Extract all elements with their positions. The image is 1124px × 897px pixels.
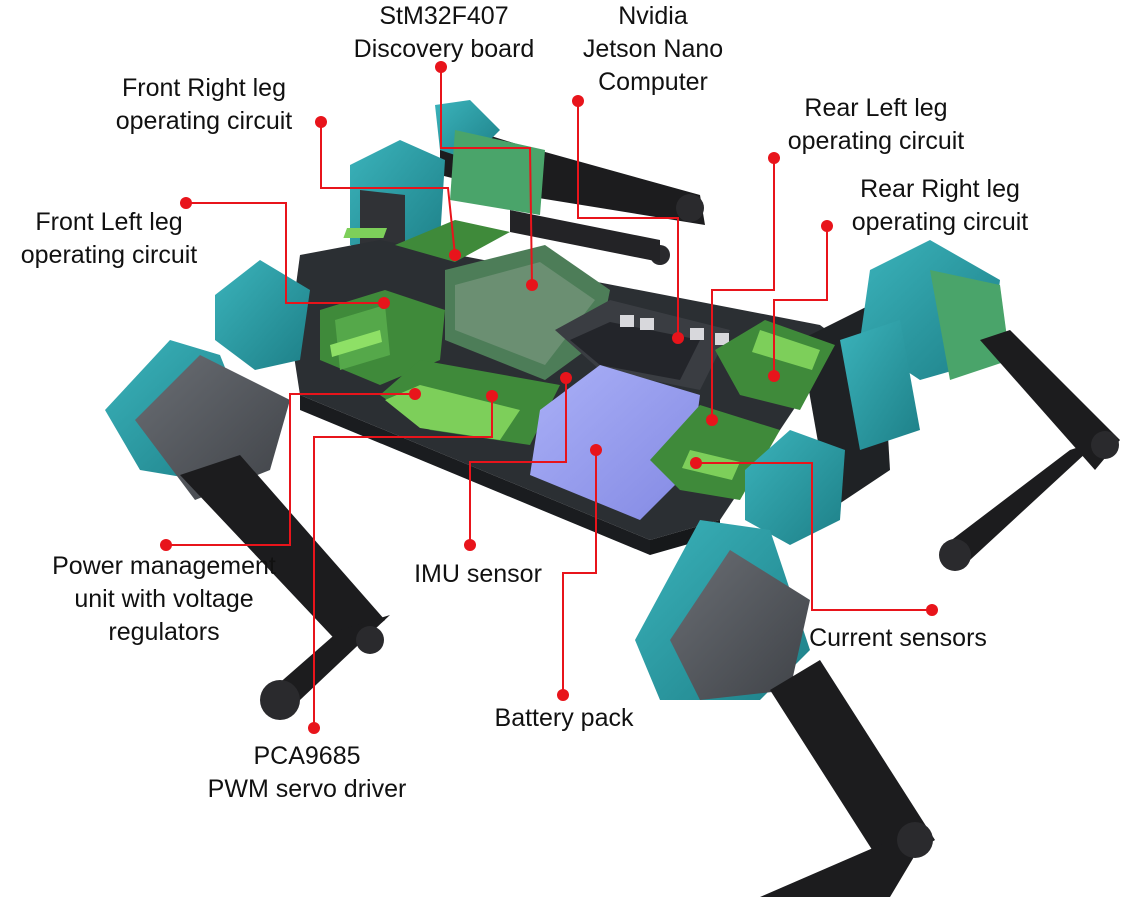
label-rear-right-line2: operating circuit	[851, 208, 1029, 236]
leader-dots	[160, 61, 938, 734]
dot-front-right-end	[449, 249, 461, 261]
dot-front-right-start	[315, 116, 327, 128]
leader-lines	[166, 67, 932, 728]
label-front-right: Front Right leg operating circuit	[102, 72, 306, 138]
label-pca-line1: PCA9685	[253, 742, 361, 770]
front-left-leg	[105, 260, 390, 720]
leader-jetson	[577, 101, 679, 338]
dot-rear-left-start	[768, 152, 780, 164]
label-jetson: Nvidia Jetson Nano Computer	[570, 0, 736, 99]
dot-stm32-start	[435, 61, 447, 73]
label-jetson-line1: Nvidia	[618, 2, 688, 30]
dot-imu-start	[464, 539, 476, 551]
leader-battery	[562, 450, 597, 695]
label-stm32-line1: StM32F407	[379, 2, 509, 30]
dot-battery-end	[590, 444, 602, 456]
front-right-board	[343, 220, 510, 262]
leader-front-left	[186, 202, 384, 304]
label-rear-left-line2: operating circuit	[787, 127, 965, 155]
front-left-board	[320, 290, 445, 385]
leader-rear-left	[711, 158, 775, 420]
label-current-line1: Current sensors	[809, 624, 987, 652]
label-jetson-line3: Computer	[598, 68, 708, 96]
label-imu-line1: IMU sensor	[414, 560, 542, 588]
dot-front-left-start	[180, 197, 192, 209]
label-pca: PCA9685 PWM servo driver	[190, 740, 424, 806]
rear-left-leg	[350, 100, 705, 265]
dot-rear-left-end	[706, 414, 718, 426]
leader-front-right	[320, 122, 456, 256]
leader-stm32	[440, 67, 533, 286]
leader-imu	[469, 378, 567, 545]
label-battery-line1: Battery pack	[494, 704, 634, 732]
dot-rear-right-start	[821, 220, 833, 232]
dot-jetson-end	[672, 332, 684, 344]
dot-battery-start	[557, 689, 569, 701]
dot-pca-start	[308, 722, 320, 734]
dot-jetson-start	[572, 95, 584, 107]
dot-stm32-end	[526, 279, 538, 291]
stm32-board	[445, 245, 610, 380]
power-board	[380, 360, 560, 445]
label-rear-right: Rear Right leg operating circuit	[838, 173, 1042, 239]
dot-imu-end	[560, 372, 572, 384]
label-power: Power management unit with voltage regul…	[30, 550, 298, 649]
leader-current	[696, 462, 932, 611]
dot-front-left-end	[378, 297, 390, 309]
battery-pack	[530, 365, 700, 520]
dot-pca-end	[486, 390, 498, 402]
front-right-leg	[635, 430, 935, 897]
label-front-right-line1: Front Right leg	[122, 74, 286, 102]
label-pca-line2: PWM servo driver	[207, 775, 407, 803]
rear-right-leg	[840, 240, 1120, 571]
label-rear-left-line1: Rear Left leg	[804, 94, 948, 122]
dot-power-end	[409, 388, 421, 400]
label-stm32: StM32F407 Discovery board	[340, 0, 548, 66]
label-imu: IMU sensor	[398, 558, 558, 591]
label-front-right-line2: operating circuit	[115, 107, 293, 135]
label-stm32-line2: Discovery board	[353, 35, 535, 63]
label-front-left-line2: operating circuit	[20, 241, 198, 269]
label-front-left-line1: Front Left leg	[35, 208, 183, 236]
label-current: Current sensors	[790, 622, 1006, 655]
label-front-left: Front Left leg operating circuit	[6, 206, 212, 272]
label-jetson-line2: Jetson Nano	[582, 35, 724, 63]
label-power-line3: regulators	[108, 618, 220, 646]
label-rear-right-line1: Rear Right leg	[860, 175, 1020, 203]
dot-rear-right-end	[768, 370, 780, 382]
leader-power	[166, 393, 415, 546]
label-power-line2: unit with voltage	[74, 585, 254, 613]
label-battery: Battery pack	[478, 702, 650, 735]
dot-current-end	[690, 457, 702, 469]
leader-pca	[313, 396, 493, 728]
dot-current-start	[926, 604, 938, 616]
dot-power-start	[160, 539, 172, 551]
leader-rear-right	[773, 226, 828, 376]
label-rear-left: Rear Left leg operating circuit	[774, 92, 978, 158]
label-power-line1: Power management	[52, 552, 276, 580]
